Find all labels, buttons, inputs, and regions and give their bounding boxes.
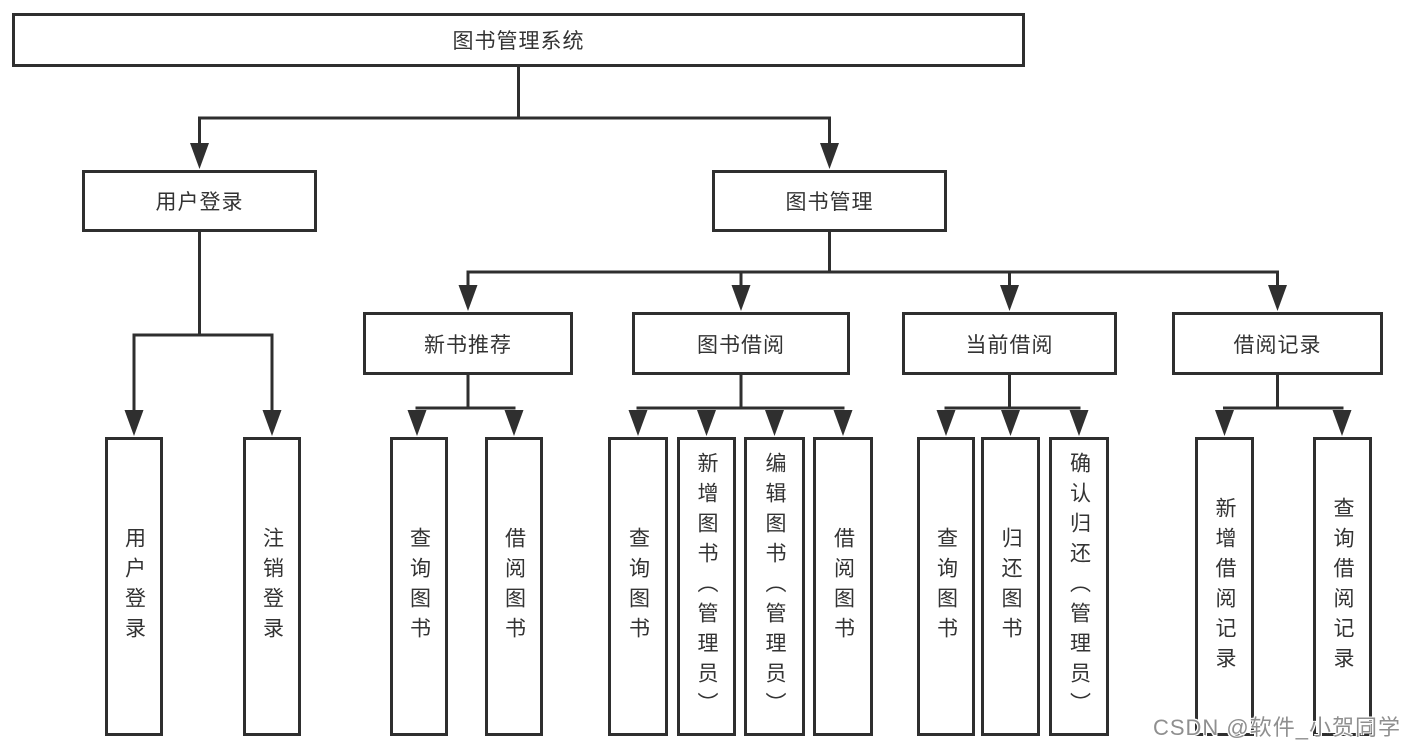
leaf-current-query-books: 查询图书 (917, 437, 975, 736)
leaf-add-book-admin-label: 新增图书（管理员） (695, 451, 718, 722)
node-new-book-recommend: 新书推荐 (363, 312, 573, 375)
node-book-management-label: 图书管理 (785, 191, 874, 214)
leaf-add-borrow-record-label: 新增借阅记录 (1213, 496, 1236, 677)
node-user-login: 用户登录 (82, 170, 317, 232)
node-book-borrow: 图书借阅 (632, 312, 850, 375)
leaf-current-query-books-label: 查询图书 (934, 526, 958, 647)
leaf-edit-book-admin: 编辑图书（管理员） (744, 437, 805, 736)
leaf-confirm-return-admin-label: 确认归还（管理员） (1067, 451, 1091, 722)
leaf-recommend-query-books: 查询图书 (390, 437, 448, 736)
leaf-recommend-borrow-books-label: 借阅图书 (502, 526, 526, 647)
leaf-borrow-books-label: 借阅图书 (831, 526, 855, 647)
leaf-borrow-books: 借阅图书 (813, 437, 873, 736)
node-user-login-label: 用户登录 (155, 191, 244, 214)
leaf-recommend-query-books-label: 查询图书 (407, 526, 431, 647)
leaf-confirm-return-admin: 确认归还（管理员） (1049, 437, 1109, 736)
leaf-logout-label: 注销登录 (260, 526, 284, 647)
node-book-management: 图书管理 (712, 170, 947, 232)
node-book-borrow-label: 图书借阅 (697, 333, 785, 357)
leaf-logout: 注销登录 (243, 437, 301, 736)
node-current-borrow: 当前借阅 (902, 312, 1117, 375)
node-library-system: 图书管理系统 (12, 13, 1025, 67)
leaf-recommend-borrow-books: 借阅图书 (485, 437, 543, 736)
leaf-borrow-query-books: 查询图书 (608, 437, 668, 736)
node-borrow-records: 借阅记录 (1172, 312, 1383, 375)
watermark: CSDN @软件_小贺同学 (1152, 715, 1401, 740)
leaf-edit-book-admin-label: 编辑图书（管理员） (763, 451, 786, 722)
leaf-query-borrow-record-label: 查询借阅记录 (1331, 496, 1354, 677)
node-borrow-records-label: 借阅记录 (1233, 333, 1322, 357)
leaf-add-book-admin: 新增图书（管理员） (677, 437, 736, 736)
leaf-borrow-query-books-label: 查询图书 (626, 526, 650, 647)
leaf-add-borrow-record: 新增借阅记录 (1195, 437, 1254, 736)
leaf-return-books-label: 归还图书 (999, 526, 1022, 647)
node-current-borrow-label: 当前借阅 (965, 333, 1054, 357)
node-new-book-recommend-label: 新书推荐 (424, 333, 512, 357)
leaf-return-books: 归还图书 (981, 437, 1040, 736)
node-library-system-label: 图书管理系统 (452, 30, 585, 53)
leaf-user-login-label: 用户登录 (122, 526, 146, 647)
leaf-user-login: 用户登录 (105, 437, 163, 736)
leaf-query-borrow-record: 查询借阅记录 (1313, 437, 1372, 736)
